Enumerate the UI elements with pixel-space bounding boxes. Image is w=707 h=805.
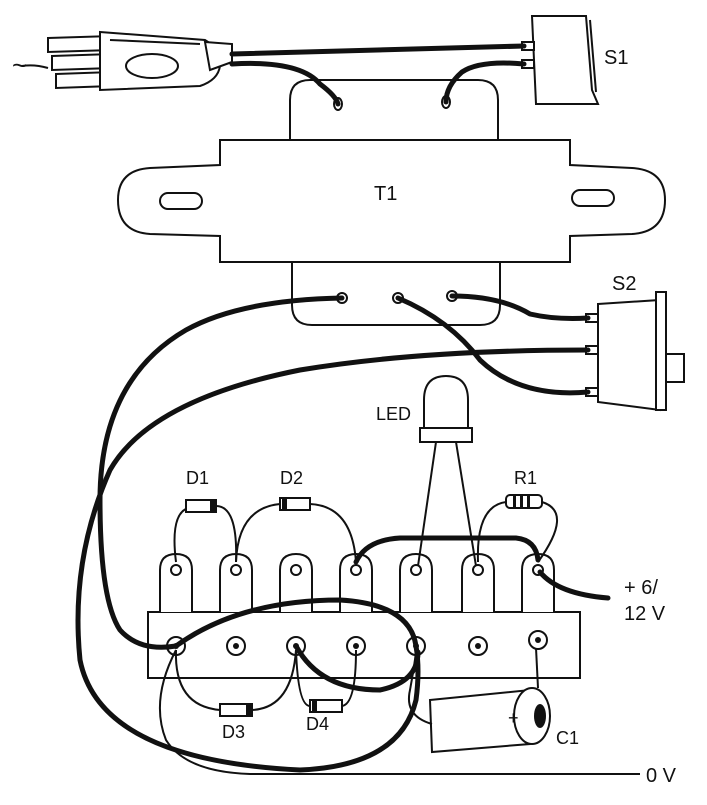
switch-s2-flange	[655, 291, 667, 411]
diode-d4: D4	[295, 649, 357, 734]
led-dome	[423, 374, 469, 429]
transformer-core	[116, 139, 667, 263]
plug-grip	[125, 53, 179, 79]
wire-plug-to-s1	[229, 43, 527, 57]
wire-secondary-right-to-s2	[449, 293, 591, 321]
diode-d1-label: D1	[186, 468, 209, 488]
terminal-strip	[147, 552, 581, 679]
lug-3	[279, 552, 313, 612]
wire-s2-to-strip	[75, 347, 591, 773]
diode-d3-label: D3	[222, 722, 245, 742]
switch-s2-body	[597, 298, 661, 412]
switch-s2-label: S2	[612, 273, 636, 295]
wire-positive-out	[537, 569, 611, 601]
transformer-mount-hole-right	[571, 189, 615, 207]
diode-d4-label: D4	[306, 714, 329, 734]
wire-lug-bridge	[353, 535, 541, 565]
wire-s1-to-primary	[443, 60, 527, 105]
terminal-rivets	[166, 630, 548, 656]
plug-cord-sleeve	[203, 40, 233, 72]
wire-secondary-center-to-s2	[395, 295, 591, 396]
led-label: LED	[376, 404, 411, 424]
transformer-t1: T1	[116, 79, 667, 326]
wire-secondary-left-to-strip	[97, 295, 345, 650]
ground-label: 0 V	[646, 765, 677, 787]
lug-5	[399, 552, 433, 612]
supply-positive-label-line2: 12 V	[624, 603, 666, 625]
supply-positive-label-line1: + 6/	[624, 577, 658, 599]
wire-plug-to-primary	[229, 60, 341, 107]
transformer-primary-bobbin	[289, 79, 499, 141]
transformer-mount-hole-left	[159, 192, 203, 210]
switch-s1: S1	[521, 15, 628, 105]
mains-plug: ~	[12, 30, 233, 92]
led-rim	[419, 427, 473, 443]
switch-s2: S2	[585, 273, 685, 412]
capacitor-c1-end	[513, 687, 551, 745]
switch-s1-body	[530, 15, 600, 105]
lug-2	[219, 552, 253, 612]
lug-6	[461, 552, 495, 612]
resistor-r1-label: R1	[514, 468, 537, 488]
diode-d1: D1	[173, 468, 238, 563]
switch-s1-label: S1	[604, 47, 628, 69]
resistor-r1-body	[505, 494, 543, 509]
lug-1	[159, 552, 193, 612]
wire-strip-jumper-top	[173, 597, 419, 649]
wire-ground	[158, 649, 640, 775]
capacitor-c1-label: C1	[556, 728, 579, 748]
switch-s2-actuator	[665, 353, 685, 383]
mains-tilde-label: ~	[12, 50, 27, 80]
led: LED	[376, 374, 477, 567]
wire-strip-jumper-bottom	[293, 643, 421, 693]
transformer-label: T1	[374, 183, 397, 205]
capacitor-c1: + C1	[408, 647, 579, 754]
diode-d2: D2	[235, 468, 357, 563]
capacitor-c1-polarity: +	[508, 708, 519, 728]
diode-d3: D3	[174, 649, 297, 742]
resistor-r1: R1	[476, 468, 558, 563]
heavy-wiring	[75, 43, 611, 773]
diode-d2-label: D2	[280, 468, 303, 488]
